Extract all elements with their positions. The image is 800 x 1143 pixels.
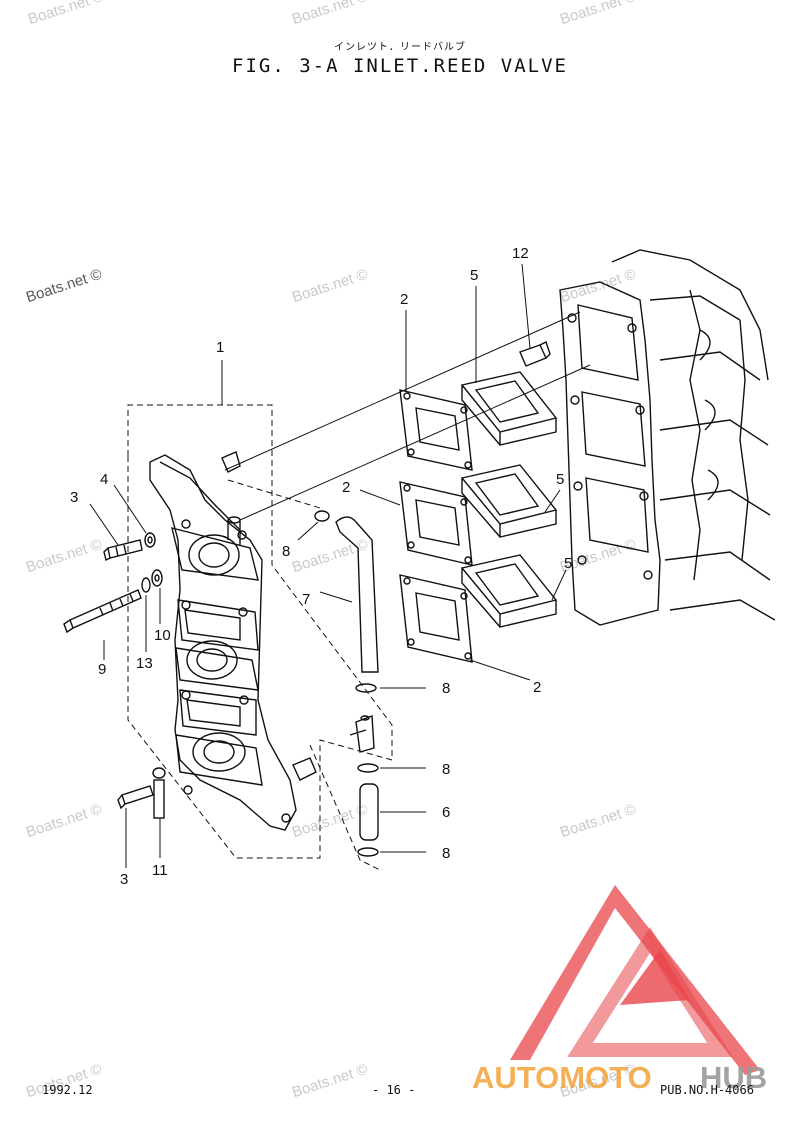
callout-8: 8	[442, 845, 450, 862]
reed-valve-bottom	[460, 554, 558, 628]
callout-9: 9	[98, 661, 106, 678]
callout-2: 2	[533, 679, 541, 696]
hose-clip	[355, 683, 377, 693]
screw-upper	[103, 539, 143, 562]
callout-8: 8	[282, 543, 290, 560]
screw-lower	[117, 785, 154, 810]
washer	[151, 569, 163, 587]
callout-13: 13	[136, 655, 153, 672]
brand-text-automoto: AUTOMOTO	[472, 1060, 652, 1095]
callout-3: 3	[70, 489, 78, 506]
alignment-line	[239, 364, 591, 521]
callout-3: 3	[120, 871, 128, 888]
gasket-top	[399, 389, 473, 471]
callout-2: 2	[400, 291, 408, 308]
hose-clip	[357, 763, 379, 773]
callout-8: 8	[442, 680, 450, 697]
crankcase	[559, 249, 776, 626]
reed-bolt	[519, 341, 551, 367]
washer	[141, 577, 151, 593]
clamp-strip	[152, 767, 166, 819]
footer-page-number: - 16 -	[372, 1083, 416, 1097]
hose-long	[335, 516, 379, 673]
callout-2: 2	[342, 479, 350, 496]
washer	[144, 532, 156, 548]
brand-text-hub: HUB	[700, 1060, 767, 1095]
callout-7: 7	[302, 591, 310, 608]
gasket-middle	[399, 481, 473, 566]
callout-10: 10	[154, 627, 171, 644]
leader-lines	[89, 263, 567, 868]
gasket-bottom	[399, 574, 473, 663]
hose-clip	[357, 847, 379, 857]
callout-4: 4	[100, 471, 108, 488]
hose-clip	[314, 510, 330, 522]
callout-12: 12	[512, 245, 529, 262]
intake-manifold	[149, 451, 317, 831]
callout-5: 5	[556, 471, 564, 488]
footer-date: 1992.12	[42, 1083, 93, 1097]
reed-valve-top	[460, 371, 558, 446]
callout-1: 1	[216, 339, 224, 356]
callout-5: 5	[564, 555, 572, 572]
footer-publication-number: PUB.NO.H-4066	[660, 1083, 754, 1097]
assembly-dashed-outline	[127, 404, 393, 859]
reed-valve-middle	[460, 464, 558, 538]
joint-fitting	[349, 715, 375, 753]
callout-8: 8	[442, 761, 450, 778]
long-bolt	[63, 589, 142, 634]
callout-5: 5	[470, 267, 478, 284]
callout-6: 6	[442, 804, 450, 821]
figure-title: FIG. 3-A INLET.REED VALVE	[232, 55, 568, 77]
automotohub-logo: AUTOMOTO HUB	[472, 885, 767, 1095]
japanese-title: インレツト．リードバルブ	[334, 42, 466, 53]
callout-11: 11	[152, 862, 168, 879]
hose-short	[359, 783, 379, 841]
